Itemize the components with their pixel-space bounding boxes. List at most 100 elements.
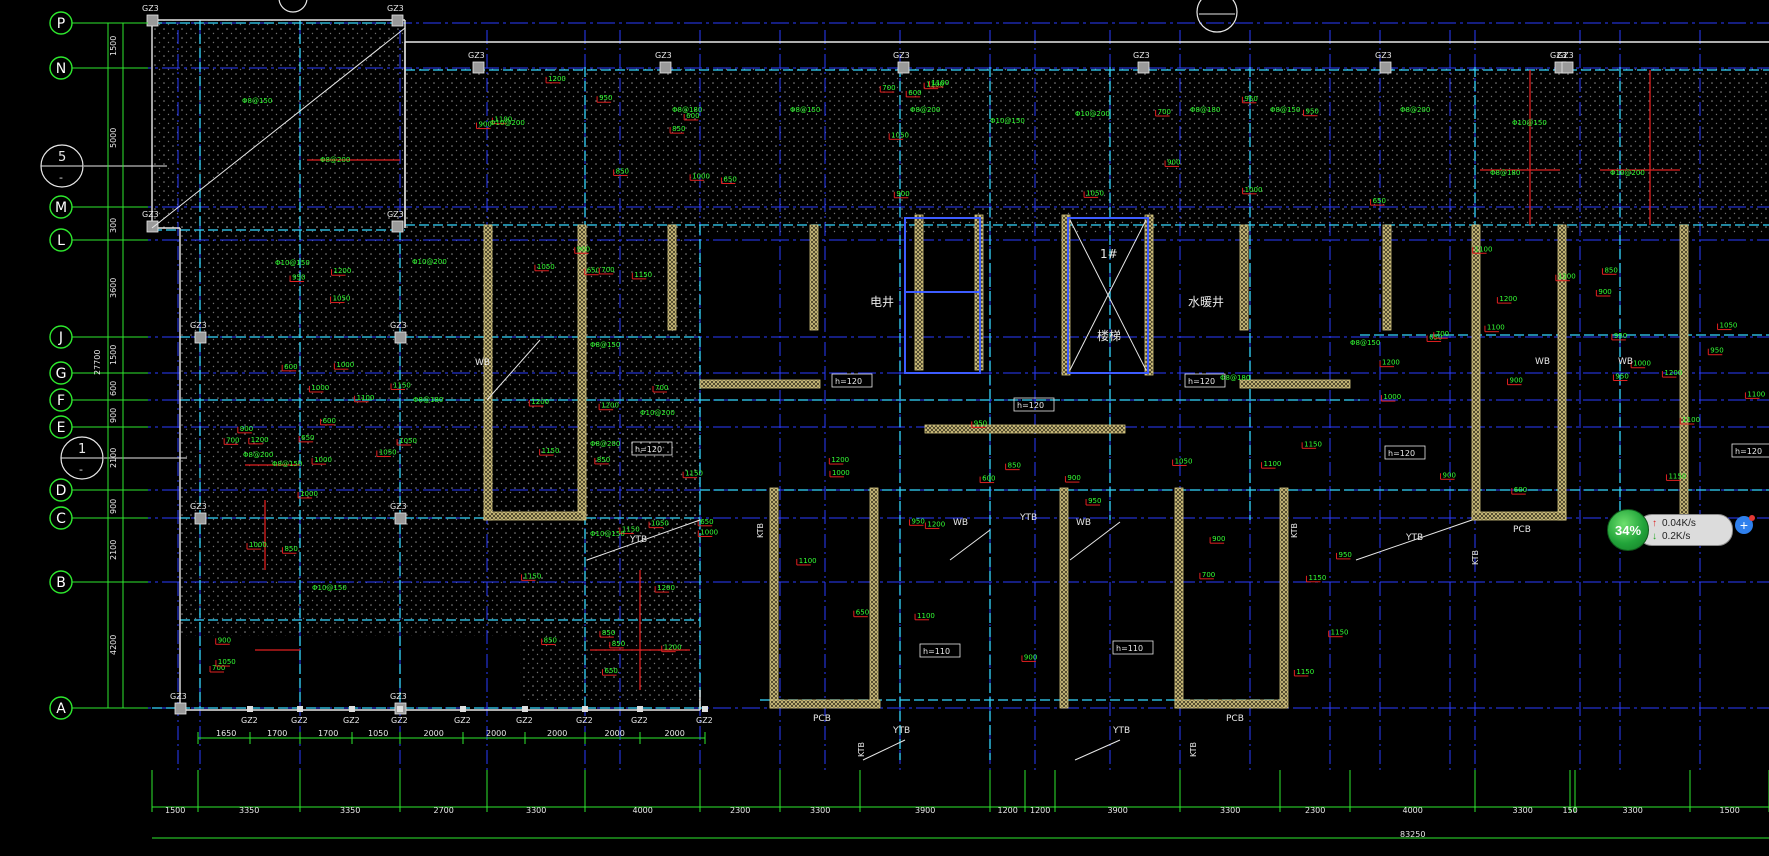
rebar-length-label: 700: [601, 266, 614, 274]
ktb-label: KTB: [1290, 523, 1299, 538]
column-marker: [174, 702, 187, 715]
rebar-length-label: 950: [911, 517, 924, 525]
slab-thickness-label: h=120: [1188, 377, 1215, 386]
rebar-spec-label: Φ8@200: [243, 451, 273, 459]
ytb-label: YTB: [629, 535, 647, 545]
column-marker: [146, 220, 159, 233]
rebar-length-label: 1150: [393, 381, 411, 389]
column-label: GZ3: [170, 692, 187, 701]
network-speed-widget[interactable]: ↑0.04K/s ↓0.2K/s + 34%: [1607, 509, 1755, 551]
wb-label: WB: [1618, 357, 1633, 367]
rebar-length-label: 1200: [831, 456, 849, 464]
thickness-box: [1184, 373, 1226, 388]
hatched-wall: [1239, 379, 1351, 389]
rebar-length-label: 700: [655, 384, 668, 392]
rebar-length-label: 1200: [1499, 295, 1517, 303]
accelerate-plus-icon[interactable]: +: [1735, 516, 1753, 534]
axis-letter: P: [57, 16, 65, 32]
column-marker: [391, 220, 404, 233]
rebar-length-label: 1200: [1558, 273, 1576, 281]
thickness-box: [631, 441, 673, 456]
rebar-length-label: 900: [1167, 158, 1180, 166]
column-label: GZ3: [387, 4, 404, 13]
dim-value: 2000: [486, 729, 506, 738]
hatched-wall: [1471, 511, 1567, 521]
rebar-spec-label: Φ8@200: [910, 106, 940, 114]
dim-value: 1650: [216, 729, 236, 738]
column-marker: [522, 706, 528, 712]
upload-row: ↑0.04K/s: [1652, 518, 1696, 529]
rebar-spec-label: Φ10@150: [312, 584, 347, 592]
axis-letter: C: [56, 511, 66, 527]
rebar-spec-label: Φ8@200: [1400, 106, 1430, 114]
opening-diagonal: [862, 739, 906, 761]
column-label: GZ3: [190, 321, 207, 330]
thickness-box: [1112, 640, 1154, 655]
hatched-wall: [869, 487, 879, 709]
column-label: GZ3: [390, 692, 407, 701]
rebar-length-label: 850: [1604, 266, 1617, 274]
rebar-length-label: 1000: [700, 528, 718, 536]
section-sheet: -: [79, 463, 83, 476]
rebar-length-label: 1100: [931, 79, 949, 87]
rebar-length-label: 950: [1339, 551, 1352, 559]
dim-value: 3600: [109, 278, 118, 298]
rebar-length-label: 700: [882, 84, 895, 92]
rebar-length-label: 900: [1510, 377, 1523, 385]
column-label: GZ3: [1557, 51, 1574, 60]
water-shaft-label: 水暖井: [1188, 295, 1224, 309]
memory-usage-ball[interactable]: 34%: [1607, 509, 1649, 551]
ytb-label: YTB: [1019, 513, 1037, 523]
dim-value: 1500: [109, 345, 118, 365]
rebar-length-label: 600: [284, 363, 297, 371]
axis-bubble-a: A: [49, 696, 73, 720]
axis-bubble-d: D: [49, 478, 73, 502]
rebar-spec-label: Φ8@150: [790, 106, 820, 114]
column-marker: [297, 706, 303, 712]
rebar-length-label: 900: [1212, 535, 1225, 543]
dim-value: 3900: [915, 806, 935, 815]
rebar-length-label: 1150: [1308, 574, 1326, 582]
rebar-length-label: 950: [974, 419, 987, 427]
hatched-wall: [1061, 214, 1071, 376]
ytb-label: YTB: [892, 726, 910, 736]
section-number: 5: [58, 150, 66, 165]
rebar-length-label: 650: [301, 434, 314, 442]
stair-label: 楼梯: [1097, 328, 1121, 343]
rebar-red: [245, 70, 1680, 690]
rebar-length-label: 700: [1202, 571, 1215, 579]
rebar-spec-label: Φ8@150: [1270, 106, 1300, 114]
dim-value: 3300: [526, 806, 546, 815]
stair-outline: [1067, 217, 1149, 374]
dim-value: 2000: [665, 729, 685, 738]
left-dimensions: 1500500030036001500600900210090021004200…: [93, 22, 127, 709]
column-marker: [1561, 61, 1574, 74]
dim-value: 2000: [605, 729, 625, 738]
slab-thickness-label: h=120: [1017, 401, 1044, 410]
rebar-spec-label: Φ10@150: [275, 259, 310, 267]
slab-hatch: [520, 430, 700, 700]
rebar-length-label: 950: [292, 273, 305, 281]
dim-value: 2100: [109, 540, 118, 560]
rebar-length-label: 700: [1436, 330, 1449, 338]
dim-value: 3350: [340, 806, 360, 815]
rebar-length-label: 650: [1429, 333, 1442, 341]
column-label: GZ2: [696, 716, 713, 725]
opening-diagonal: [1069, 521, 1121, 561]
thickness-box: [831, 373, 873, 388]
dim-value: 2300: [1305, 806, 1325, 815]
rebar-spec-label: Φ10@200: [1075, 110, 1110, 118]
hatched-wall: [1174, 487, 1184, 709]
dim-value: 150: [1563, 806, 1578, 815]
rebar-length-label: 850: [612, 640, 625, 648]
dim-value: 4000: [633, 806, 653, 815]
thickness-box: [1731, 443, 1769, 458]
rebar-length-label: 1100: [926, 81, 944, 89]
rebar-length-label: 1150: [1331, 629, 1349, 637]
rebar-spec-label: Φ8@200: [320, 156, 350, 164]
dim-total: 27700: [93, 350, 102, 375]
rebar-length-label: 850: [672, 125, 685, 133]
